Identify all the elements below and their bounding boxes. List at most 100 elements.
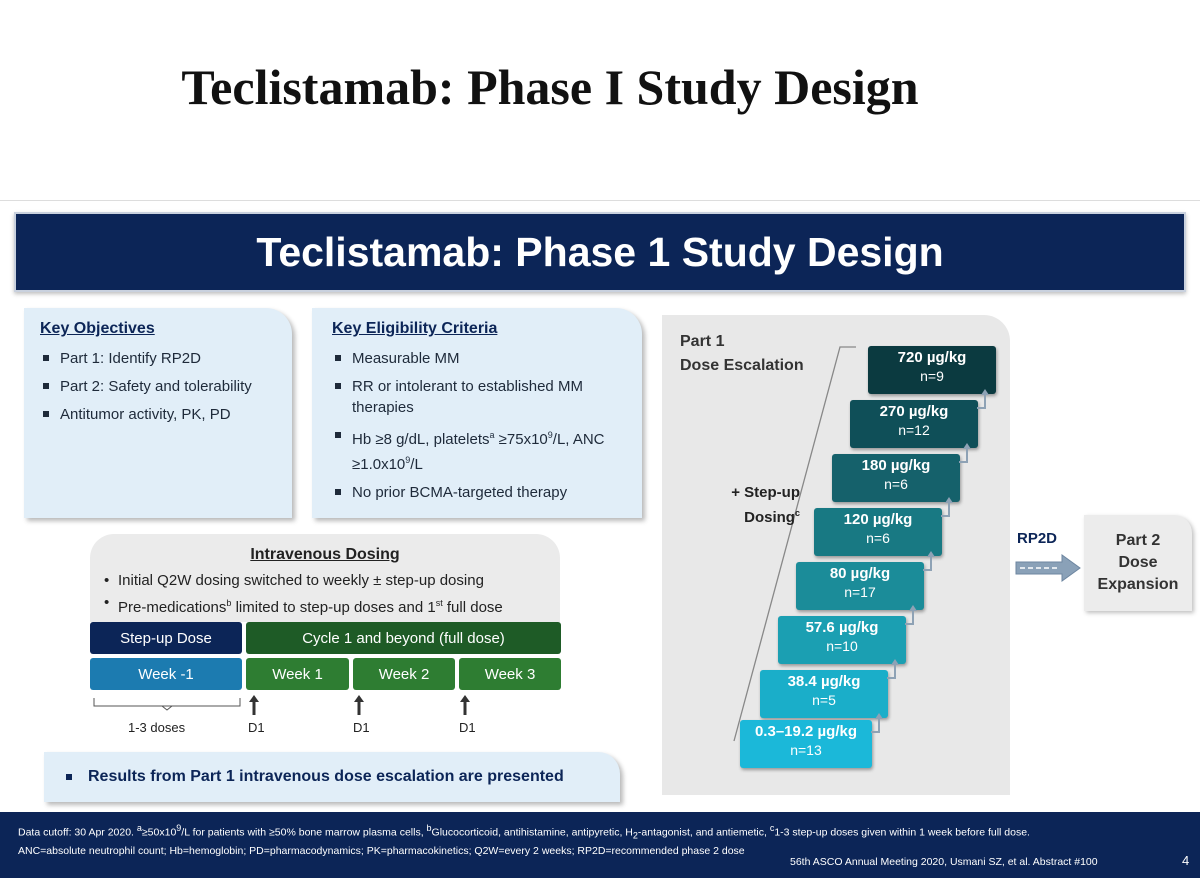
d1-label: D1 — [459, 720, 476, 735]
stepup-line1: + Step-up — [731, 484, 800, 501]
sub: 2 — [632, 830, 638, 841]
text: Glucocorticoid, antihistamine, antipyret… — [431, 826, 633, 839]
text: 1-3 step-up doses given within 1 week be… — [774, 826, 1030, 839]
sup: c — [769, 823, 775, 833]
week2-box: Week 2 — [353, 658, 455, 690]
text: Pre-medications — [118, 599, 227, 616]
iv-dosing-title: Intravenous Dosing — [250, 546, 400, 563]
dose-label: 0.3–19.2 µg/kg — [754, 723, 858, 740]
arrow-up-icon — [354, 695, 364, 715]
key-objectives-heading: Key Objectives — [40, 320, 155, 337]
step-arrow-icon — [871, 713, 883, 733]
text: Hb ≥8 g/dL, platelets — [352, 431, 490, 448]
text: full dose — [442, 599, 503, 616]
dose-n-label: n=13 — [790, 742, 822, 758]
dose-n-label: n=17 — [844, 584, 876, 600]
sup: 9 — [176, 823, 182, 833]
dose-n-label: n=6 — [866, 530, 890, 546]
separator — [0, 200, 1200, 201]
text: ≥50x10 — [141, 826, 177, 839]
outer-title: Teclistamab: Phase I Study Design — [181, 59, 919, 115]
footer-bar — [0, 812, 1200, 878]
dose-label: 720 µg/kg — [897, 349, 967, 366]
list-item: Hb ≥8 g/dL, plateletsa ≥75x109/L, ANC ≥1… — [332, 425, 622, 475]
citation: 56th ASCO Annual Meeting 2020, Usmani SZ… — [790, 856, 1098, 868]
slide-title: Teclistamab: Phase 1 Study Design — [256, 228, 944, 275]
arrow-up-icon — [460, 695, 470, 715]
brace-icon — [93, 698, 241, 711]
part1-title-line1: Part 1 — [680, 333, 725, 350]
text: /L — [410, 456, 423, 473]
list-item: Initial Q2W dosing switched to weekly ± … — [102, 570, 562, 592]
part2-line3: Expansion — [1097, 576, 1179, 593]
step-arrow-icon — [887, 659, 899, 679]
list-item: Part 1: Identify RP2D — [40, 348, 276, 369]
footnote-line2: ANC=absolute neutrophil count; Hb=hemogl… — [18, 844, 745, 857]
footnote-line1: Data cutoff: 30 Apr 2020. a≥50x109/L for… — [18, 821, 1168, 844]
text: /L, ANC ≥1.0x10 — [352, 431, 605, 473]
arrow-up-icon — [249, 695, 259, 715]
iv-dosing-list: Initial Q2W dosing switched to weekly ± … — [102, 570, 562, 619]
key-objectives-panel: Key Objectives Part 1: Identify RP2D Par… — [24, 308, 292, 518]
list-item: RR or intolerant to established MM thera… — [332, 376, 622, 418]
dose-label: 80 µg/kg — [829, 565, 891, 582]
d1-label: D1 — [248, 720, 265, 735]
step-arrow-icon — [959, 443, 971, 463]
list-item: Measurable MM — [332, 348, 622, 369]
page-number: 4 — [1182, 853, 1190, 868]
dose-label: 38.4 µg/kg — [787, 673, 861, 690]
slide-title-banner: Teclistamab: Phase 1 Study Design — [14, 212, 1186, 292]
dose-level-box: 120 µg/kg n=6 — [814, 508, 942, 556]
step-arrow-icon — [941, 497, 953, 517]
text: /L for patients with ≥50% bone marrow pl… — [181, 826, 427, 839]
part2-line2: Dose — [1118, 554, 1158, 571]
sup: 9 — [547, 430, 553, 440]
sup: c — [794, 508, 800, 518]
key-objectives-list: Part 1: Identify RP2D Part 2: Safety and… — [40, 348, 276, 425]
eligibility-list: Measurable MM RR or intolerant to establ… — [332, 348, 622, 503]
part2-line1: Part 2 — [1115, 532, 1161, 549]
results-note-box: Results from Part 1 intravenous dose esc… — [44, 752, 620, 802]
step-arrow-icon — [905, 605, 917, 625]
arrow-right-icon — [1015, 554, 1081, 582]
rp2d-label: RP2D — [1017, 530, 1058, 547]
dose-label: 270 µg/kg — [879, 403, 949, 420]
week1-box: Week 1 — [246, 658, 349, 690]
list-item: Part 2: Safety and tolerability — [40, 376, 276, 397]
part2-box: Part 2 Dose Expansion — [1084, 515, 1192, 611]
footnote: Data cutoff: 30 Apr 2020. a≥50x109/L for… — [18, 821, 1168, 859]
week-minus1-box: Week -1 — [90, 658, 242, 690]
dose-level-box: 270 µg/kg n=12 — [850, 400, 978, 448]
text: Data cutoff: 30 Apr 2020. — [18, 826, 137, 839]
dose-n-label: n=6 — [884, 476, 908, 492]
dose-label: 120 µg/kg — [843, 511, 913, 528]
d1-label: D1 — [353, 720, 370, 735]
eligibility-heading: Key Eligibility Criteria — [332, 320, 498, 337]
dose-level-box: 0.3–19.2 µg/kg n=13 — [740, 720, 872, 768]
stepup-line2: Dosingc — [700, 503, 800, 528]
results-note: Results from Part 1 intravenous dose esc… — [66, 768, 564, 786]
sup: a — [489, 430, 495, 440]
text: limited to step-up doses and 1 — [231, 599, 436, 616]
part1-title: Part 1 Dose Escalation — [680, 330, 880, 378]
dose-label: 57.6 µg/kg — [805, 619, 879, 636]
list-item: Antitumor activity, PK, PD — [40, 404, 276, 425]
list-item: Pre-medicationsb limited to step-up dose… — [102, 592, 562, 619]
cycle-box: Cycle 1 and beyond (full dose) — [246, 622, 561, 654]
sup: a — [136, 823, 142, 833]
guide-line — [733, 346, 856, 742]
step-arrow-icon — [923, 551, 935, 571]
sup: 9 — [405, 455, 411, 465]
text: ≥75x10 — [494, 431, 548, 448]
week3-box: Week 3 — [459, 658, 561, 690]
text: Dosing — [744, 509, 795, 526]
list-item: No prior BCMA-targeted therapy — [332, 482, 622, 503]
step-arrow-icon — [977, 389, 989, 409]
sup: b — [226, 598, 232, 608]
dose-level-box: 80 µg/kg n=17 — [796, 562, 924, 610]
sup: b — [426, 823, 432, 833]
dose-n-label: n=12 — [898, 422, 930, 438]
